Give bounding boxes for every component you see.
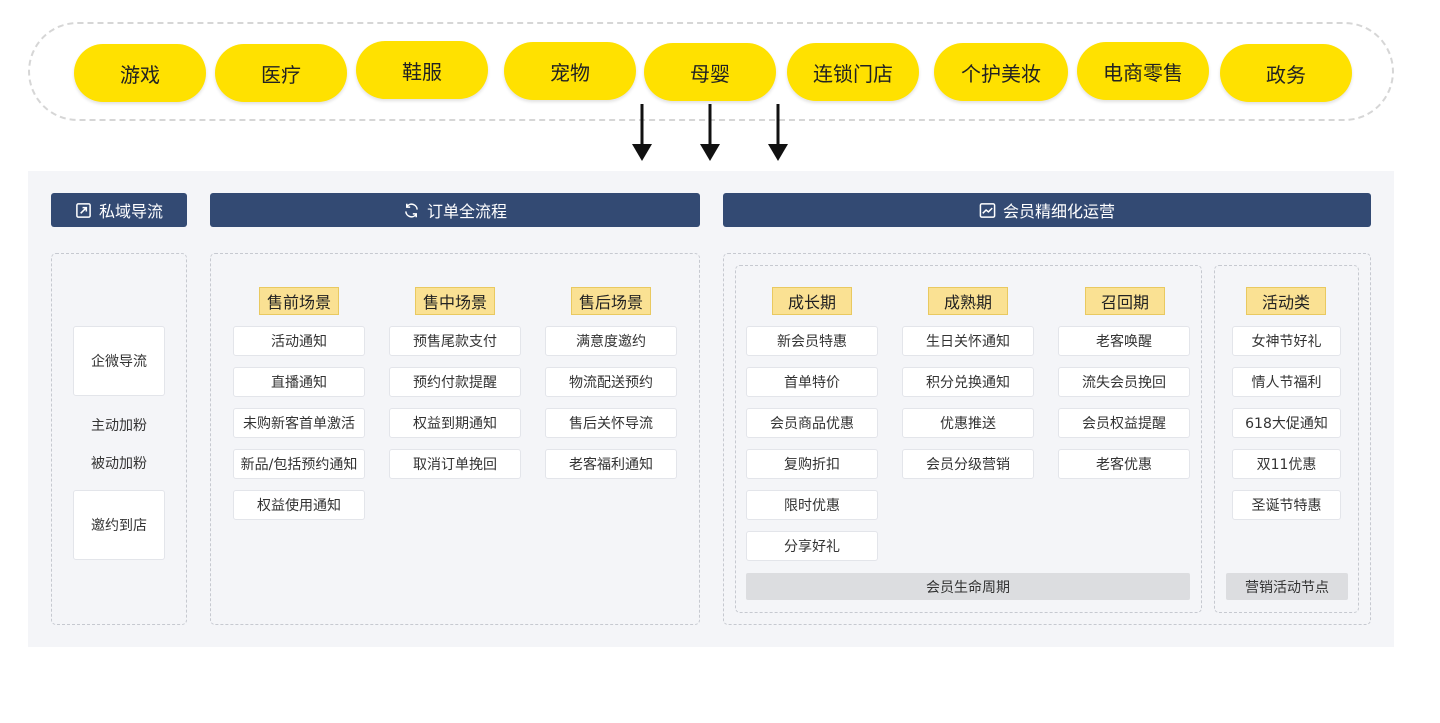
- private-domain-box: [51, 253, 187, 625]
- stage-item[interactable]: 新会员特惠: [746, 326, 878, 356]
- stage-item[interactable]: 会员权益提醒: [1058, 408, 1190, 438]
- stage-item[interactable]: 分享好礼: [746, 531, 878, 561]
- order-flow-box: [210, 253, 700, 625]
- activity-box: [1214, 265, 1359, 613]
- scene-item[interactable]: 权益到期通知: [389, 408, 521, 438]
- down-arrow-icon: [700, 104, 720, 161]
- scene-tag: 售中场景: [415, 287, 495, 315]
- industry-pill[interactable]: 医疗: [215, 44, 347, 102]
- down-arrow-icon: [632, 104, 652, 161]
- member-ops-box: [723, 253, 1371, 625]
- trend-chart-icon: [979, 202, 996, 218]
- scene-item[interactable]: 直播通知: [233, 367, 365, 397]
- stage-item[interactable]: 老客优惠: [1058, 449, 1190, 479]
- activity-tag: 活动类: [1246, 287, 1326, 315]
- private-domain-card[interactable]: 企微导流: [73, 326, 165, 396]
- stage-item[interactable]: 限时优惠: [746, 490, 878, 520]
- industry-pill[interactable]: 母婴: [644, 43, 776, 101]
- industry-pill[interactable]: 宠物: [504, 42, 636, 100]
- member-ops-title: 会员精细化运营: [1002, 202, 1115, 221]
- down-arrow-icon: [768, 104, 788, 161]
- stage-item[interactable]: 会员商品优惠: [746, 408, 878, 438]
- industry-pill[interactable]: 连锁门店: [787, 43, 919, 101]
- scene-tag: 售前场景: [259, 287, 339, 315]
- activity-item[interactable]: 圣诞节特惠: [1232, 490, 1341, 520]
- industry-pill[interactable]: 政务: [1220, 44, 1352, 102]
- private-domain-header: 私域导流: [51, 193, 187, 227]
- activity-item[interactable]: 女神节好礼: [1232, 326, 1341, 356]
- stage-item[interactable]: 优惠推送: [902, 408, 1034, 438]
- scene-item[interactable]: 权益使用通知: [233, 490, 365, 520]
- lifecycle-footer: 会员生命周期: [746, 573, 1190, 600]
- scene-item[interactable]: 满意度邀约: [545, 326, 677, 356]
- stage-item[interactable]: 生日关怀通知: [902, 326, 1034, 356]
- industry-pill[interactable]: 电商零售: [1077, 42, 1209, 100]
- order-flow-title: 订单全流程: [426, 202, 507, 221]
- scene-item[interactable]: 活动通知: [233, 326, 365, 356]
- scene-item[interactable]: 新品/包括预约通知: [233, 449, 365, 479]
- stage-tag: 成长期: [772, 287, 852, 315]
- scene-item[interactable]: 物流配送预约: [545, 367, 677, 397]
- stage-item[interactable]: 流失会员挽回: [1058, 367, 1190, 397]
- private-domain-title: 私域导流: [98, 202, 163, 221]
- stage-item[interactable]: 老客唤醒: [1058, 326, 1190, 356]
- activity-item[interactable]: 双11优惠: [1232, 449, 1341, 479]
- activity-footer: 营销活动节点: [1226, 573, 1348, 600]
- stage-item[interactable]: 积分兑换通知: [902, 367, 1034, 397]
- stage-item[interactable]: 首单特价: [746, 367, 878, 397]
- industry-pill[interactable]: 鞋服: [356, 41, 488, 99]
- refresh-icon: [405, 202, 418, 218]
- private-domain-item: 主动加粉: [91, 418, 147, 434]
- stage-tag: 召回期: [1085, 287, 1165, 315]
- order-flow-header: 订单全流程: [210, 193, 700, 227]
- industry-pill[interactable]: 游戏: [74, 44, 206, 102]
- industry-pill[interactable]: 个护美妆: [934, 43, 1068, 101]
- private-domain-item: 被动加粉: [91, 456, 147, 472]
- external-link-icon: [76, 202, 91, 218]
- scene-item[interactable]: 预约付款提醒: [389, 367, 521, 397]
- stage-item[interactable]: 会员分级营销: [902, 449, 1034, 479]
- member-ops-header: 会员精细化运营: [723, 193, 1371, 227]
- activity-item[interactable]: 情人节福利: [1232, 367, 1341, 397]
- scene-item[interactable]: 老客福利通知: [545, 449, 677, 479]
- activity-item[interactable]: 618大促通知: [1232, 408, 1341, 438]
- stage-item[interactable]: 复购折扣: [746, 449, 878, 479]
- private-domain-card[interactable]: 邀约到店: [73, 490, 165, 560]
- scene-item[interactable]: 售后关怀导流: [545, 408, 677, 438]
- stage-tag: 成熟期: [928, 287, 1008, 315]
- scene-tag: 售后场景: [571, 287, 651, 315]
- scene-item[interactable]: 预售尾款支付: [389, 326, 521, 356]
- scene-item[interactable]: 取消订单挽回: [389, 449, 521, 479]
- scene-item[interactable]: 未购新客首单激活: [233, 408, 365, 438]
